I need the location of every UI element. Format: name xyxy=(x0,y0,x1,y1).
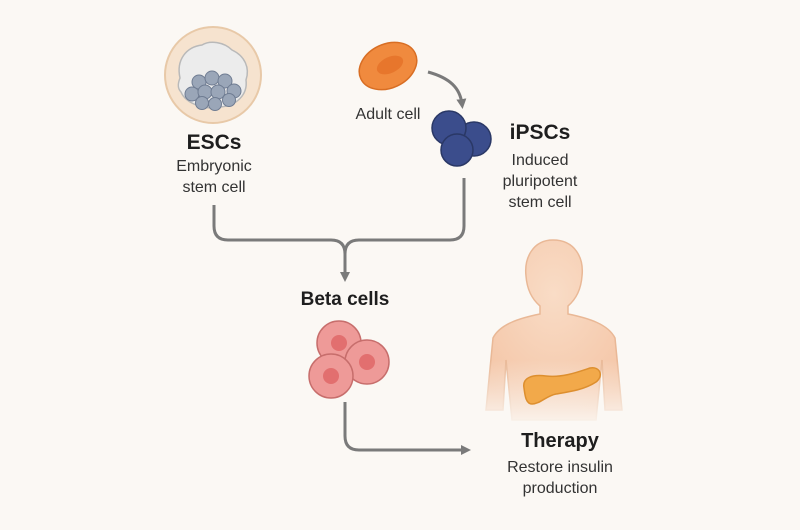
therapy-title: Therapy xyxy=(521,430,599,452)
beta-cells-icon xyxy=(308,320,390,399)
ipsc-cluster-icon xyxy=(431,110,492,167)
pancreas-icon xyxy=(523,367,601,405)
escs-subtitle-line2: stem cell xyxy=(182,179,246,196)
adult-cell-label: Adult cell xyxy=(355,106,421,123)
ipsc-to-beta-arrow xyxy=(343,178,466,255)
adult-to-ipsc-arrow xyxy=(427,70,467,109)
ipscs-subtitle-line1: Induced xyxy=(511,152,569,169)
escs-title: ESCs xyxy=(186,131,242,154)
human-body-icon xyxy=(480,239,630,430)
beta-to-therapy-arrow xyxy=(343,402,471,455)
escs-to-beta-arrow xyxy=(212,205,350,282)
embryonic-stem-cell-icon xyxy=(164,26,262,124)
escs-subtitle-line1: Embryonic xyxy=(176,158,252,175)
adult-cell-icon xyxy=(358,41,418,91)
ipscs-title: iPSCs xyxy=(509,121,571,144)
beta-cells-title: Beta cells xyxy=(300,289,390,310)
therapy-subtitle-line1: Restore insulin xyxy=(507,459,613,476)
therapy-subtitle-line2: production xyxy=(522,480,598,497)
ipscs-subtitle-line2: pluripotent xyxy=(502,173,578,190)
ipscs-subtitle-line3: stem cell xyxy=(508,194,572,211)
